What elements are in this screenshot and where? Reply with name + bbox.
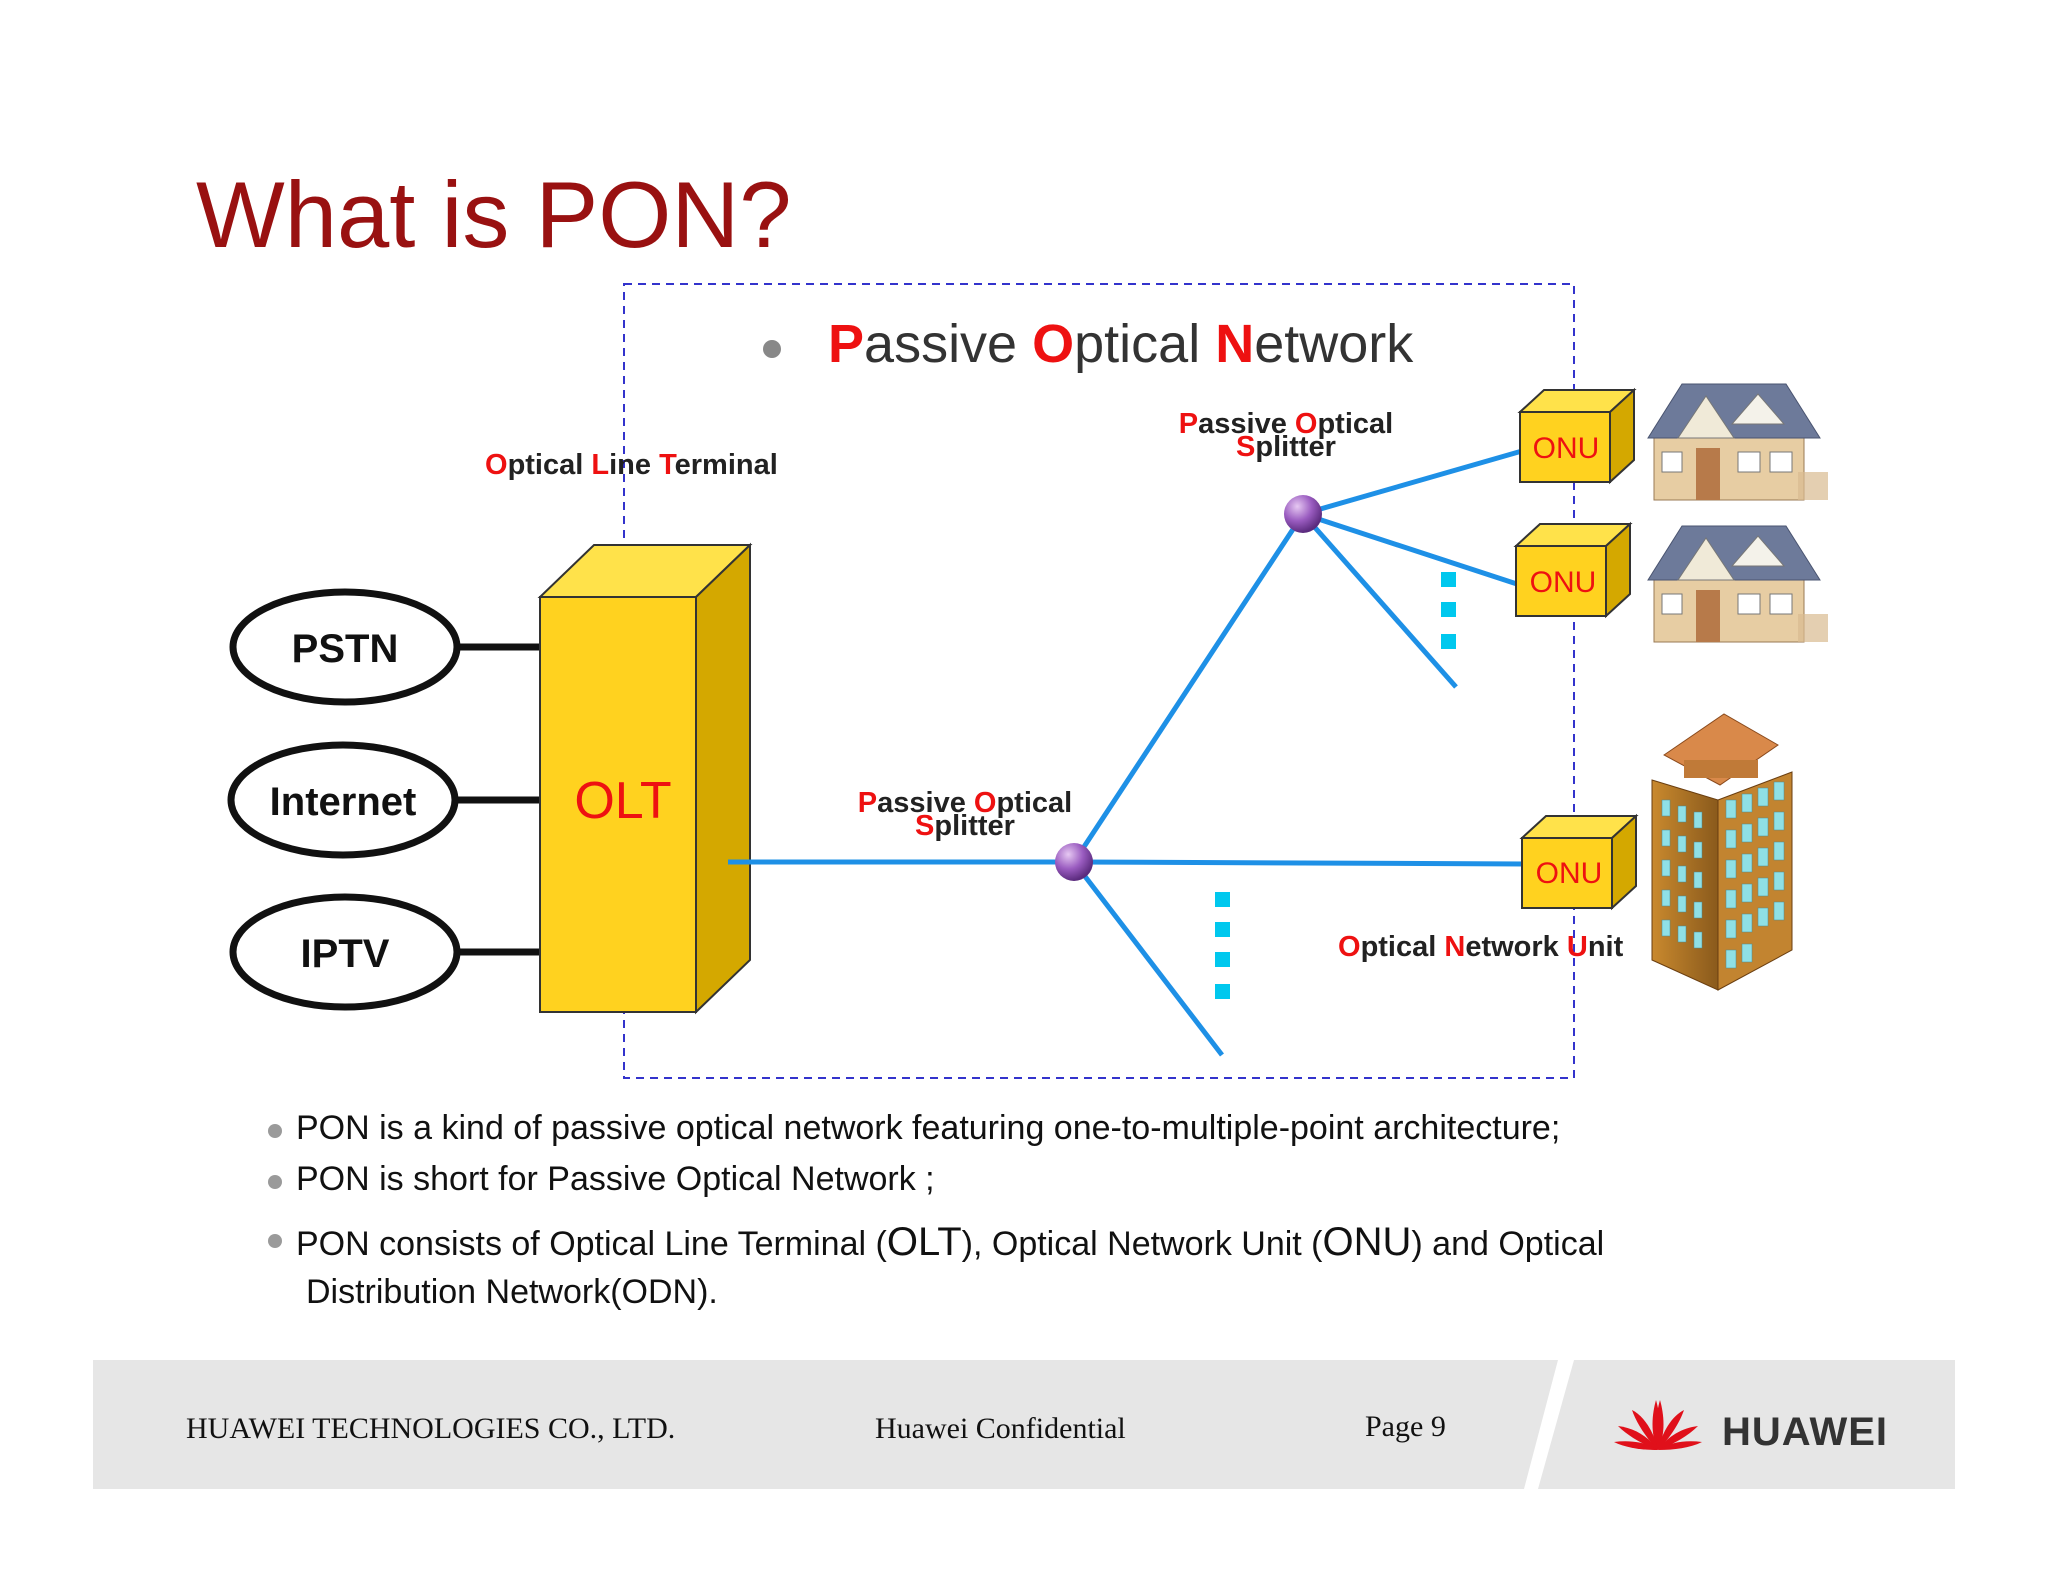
service-iptv: IPTV — [229, 893, 461, 1011]
onu-box-label: ONU — [1536, 857, 1603, 890]
footer-page-number: Page 9 — [1365, 1410, 1446, 1443]
svg-text:Passive Optical: Passive Optical — [858, 787, 1072, 819]
bullet-item: PON is a kind of passive optical network… — [262, 1108, 1762, 1149]
continuation-dots-lower — [1215, 892, 1230, 999]
splitter-label-main: Passive Optical Splitter — [858, 787, 1072, 842]
continuation-dots-upper — [1441, 572, 1456, 649]
page-title: What is PON? — [196, 162, 792, 267]
splitter-node-main — [1055, 843, 1093, 881]
building-icon — [1651, 713, 1793, 991]
onu-box-3: ONU — [1519, 813, 1639, 911]
bullet-list: PON is a kind of passive optical network… — [262, 1108, 1762, 1322]
svg-text:Splitter: Splitter — [915, 810, 1015, 842]
house-icon-1 — [1647, 383, 1828, 501]
onu-box-2: ONU — [1513, 521, 1633, 619]
onu-label: Optical Network Unit — [1338, 931, 1624, 963]
footer-confidential: Huawei Confidential — [875, 1412, 1126, 1445]
svg-text:Passive Optical: Passive Optical — [1179, 408, 1393, 440]
bullet-item: PON is short for Passive Optical Network… — [262, 1159, 1762, 1200]
pon-heading-n: N — [1215, 314, 1254, 374]
pon-heading: Passive Optical Network — [828, 314, 1414, 374]
house-icon-2 — [1647, 525, 1828, 643]
bullet-item: PON consists of Optical Line Terminal (O… — [262, 1218, 1762, 1313]
pon-heading-p: P — [828, 314, 864, 374]
dashed-frame — [623, 283, 1575, 1079]
pon-heading-o: O — [1032, 314, 1074, 374]
svg-text:Splitter: Splitter — [1236, 431, 1336, 463]
olt-box-label: OLT — [574, 772, 671, 830]
service-internet: Internet — [227, 741, 459, 859]
service-pstn: PSTN — [229, 588, 461, 706]
onu-box-label: ONU — [1530, 566, 1597, 599]
service-label: Internet — [270, 780, 417, 824]
service-label: IPTV — [301, 932, 390, 976]
huawei-brand-text: HUAWEI — [1722, 1410, 1888, 1454]
service-label: PSTN — [292, 627, 399, 671]
olt-box: OLT — [537, 542, 753, 1015]
onu-box-1: ONU — [1517, 387, 1637, 485]
splitter-label-secondary: Passive Optical Splitter — [1179, 408, 1393, 463]
onu-box-label: ONU — [1533, 432, 1600, 465]
olt-label: Optical Line Terminal — [485, 449, 778, 481]
splitter-node-secondary — [1284, 495, 1322, 533]
heading-bullet — [763, 340, 781, 358]
huawei-logo-icon — [1614, 1400, 1702, 1450]
fiber-lines — [728, 448, 1526, 1057]
footer-company: HUAWEI TECHNOLOGIES CO., LTD. — [186, 1412, 676, 1445]
